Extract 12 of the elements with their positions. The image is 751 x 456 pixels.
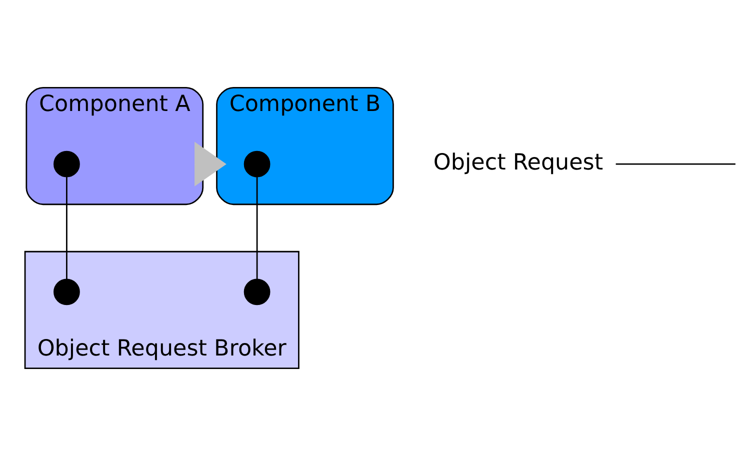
cluster: Component B <box>216 86 394 206</box>
node-circle <box>54 150 80 178</box>
connector <box>616 163 736 165</box>
connector <box>256 177 258 280</box>
connector <box>66 177 68 280</box>
cluster: Object Request Broker <box>24 250 300 370</box>
cluster: Component A <box>26 86 204 206</box>
arrow <box>194 142 226 186</box>
node-circle <box>244 150 270 178</box>
node-circle <box>244 278 270 306</box>
node-text: Object Request <box>433 149 604 176</box>
node-circle <box>54 278 80 306</box>
